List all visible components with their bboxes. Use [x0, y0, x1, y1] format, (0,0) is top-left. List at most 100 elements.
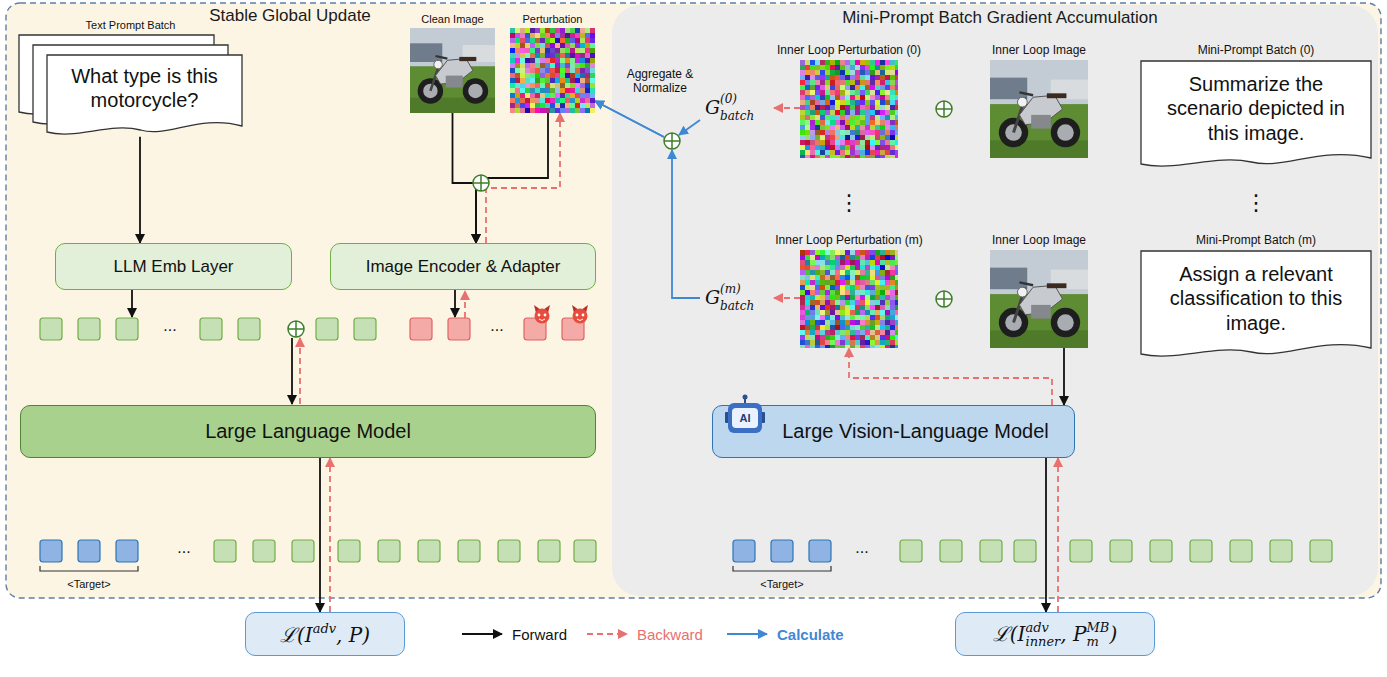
noise-pixel [835, 105, 840, 110]
connector-segment [595, 101, 664, 137]
noise-pixel [870, 135, 875, 140]
noise-pixel [865, 70, 870, 75]
noise-pixel [860, 150, 865, 155]
perturbation-tile: Inner Loop Perturbation (m) [800, 250, 898, 348]
noise-pixel [590, 33, 595, 38]
noise-pixel [810, 265, 815, 270]
noise-pixel [895, 305, 898, 310]
noise-pixel [800, 95, 805, 100]
noise-pixel [575, 53, 580, 58]
noise-pixel [580, 88, 585, 93]
noise-pixel [875, 295, 880, 300]
noise-pixel [895, 125, 898, 130]
token [448, 318, 470, 340]
noise-pixel [885, 330, 890, 335]
noise-pixel [800, 335, 805, 340]
noise-pixel [840, 145, 845, 150]
noise-pixel [515, 103, 520, 108]
noise-pixel [865, 345, 870, 348]
noise-pixel [855, 150, 860, 155]
noise-pixel [825, 75, 830, 80]
noise-pixel [560, 63, 565, 68]
noise-pixel [810, 145, 815, 150]
noise-pixel [825, 335, 830, 340]
noise-pixel [885, 310, 890, 315]
noise-pixel [870, 65, 875, 70]
noise-pixel [880, 270, 885, 275]
token [200, 318, 222, 340]
noise-pixel [830, 65, 835, 70]
noise-pixel [525, 38, 530, 43]
noise-pixel [800, 75, 805, 80]
noise-pixel [895, 280, 898, 285]
gradient-subscript: batch [720, 110, 754, 124]
plus-circle [936, 101, 952, 117]
noise-pixel [890, 140, 895, 145]
noise-pixel [890, 330, 895, 335]
noise-pixel [890, 70, 895, 75]
noise-pixel [820, 120, 825, 125]
noise-pixel [520, 83, 525, 88]
prompt-text: What type is this motorcycle? [54, 64, 235, 113]
noise-pixel [835, 295, 840, 300]
noise-pixel [855, 75, 860, 80]
noise-pixel [520, 53, 525, 58]
noise-pixel [860, 270, 865, 275]
token [458, 540, 480, 562]
noise-pixel [555, 58, 560, 63]
noise-pixel [565, 68, 570, 73]
connector-segment [1057, 458, 1059, 612]
noise-pixel [530, 48, 535, 53]
noise-pixel [845, 150, 850, 155]
noise-pixel [815, 120, 820, 125]
noise-pixel [585, 103, 590, 108]
noise-pixel [870, 100, 875, 105]
noise-pixel [860, 155, 865, 158]
noise-pixel [510, 53, 515, 58]
noise-pixel [855, 120, 860, 125]
noise-pixel [590, 73, 595, 78]
noise-pixel [825, 130, 830, 135]
noise-pixel [520, 48, 525, 53]
loss-box: ℒ(Iadv, P) [245, 612, 405, 656]
noise-pixel [845, 60, 850, 65]
devil-eye [544, 314, 547, 317]
noise-pixel [515, 43, 520, 48]
prompt-text: Text Prompt Batch [86, 19, 176, 31]
noise-pixel [845, 315, 850, 320]
prompt-text: Assign a relevant classification to this… [1152, 262, 1360, 335]
plus-circle [664, 133, 680, 149]
noise-pixel [840, 105, 845, 110]
noise-pixel [895, 135, 898, 140]
noise-pixel [585, 43, 590, 48]
noise-pixel [800, 305, 805, 310]
noise-pixel [880, 125, 885, 130]
noise-pixel [885, 335, 890, 340]
noise-pixel [850, 95, 855, 100]
noise-pixel [810, 155, 815, 158]
noise-pixel [835, 100, 840, 105]
token [316, 318, 338, 340]
noise-pixel [875, 325, 880, 330]
noise-pixel [585, 53, 590, 58]
noise-pixel [880, 85, 885, 90]
noise-pixel [840, 260, 845, 265]
noise-pixel [560, 43, 565, 48]
noise-pixel [575, 108, 580, 113]
handlebar [1019, 92, 1033, 95]
noise-pixel [810, 95, 815, 100]
noise-pixel [825, 305, 830, 310]
noise-pixel [875, 130, 880, 135]
noise-pixel [800, 65, 805, 70]
noise-pixel [825, 70, 830, 75]
noise-pixel [515, 53, 520, 58]
noise-pixel [850, 340, 855, 345]
picture [410, 28, 495, 113]
noise-pixel [560, 53, 565, 58]
noise-pixel [860, 300, 865, 305]
noise-pixel [885, 325, 890, 330]
noise-pixel [870, 145, 875, 150]
noise-pixel [830, 145, 835, 150]
noise-pixel [880, 335, 885, 340]
prompt-text: Summarize the scenario depicted in this … [1152, 72, 1360, 145]
